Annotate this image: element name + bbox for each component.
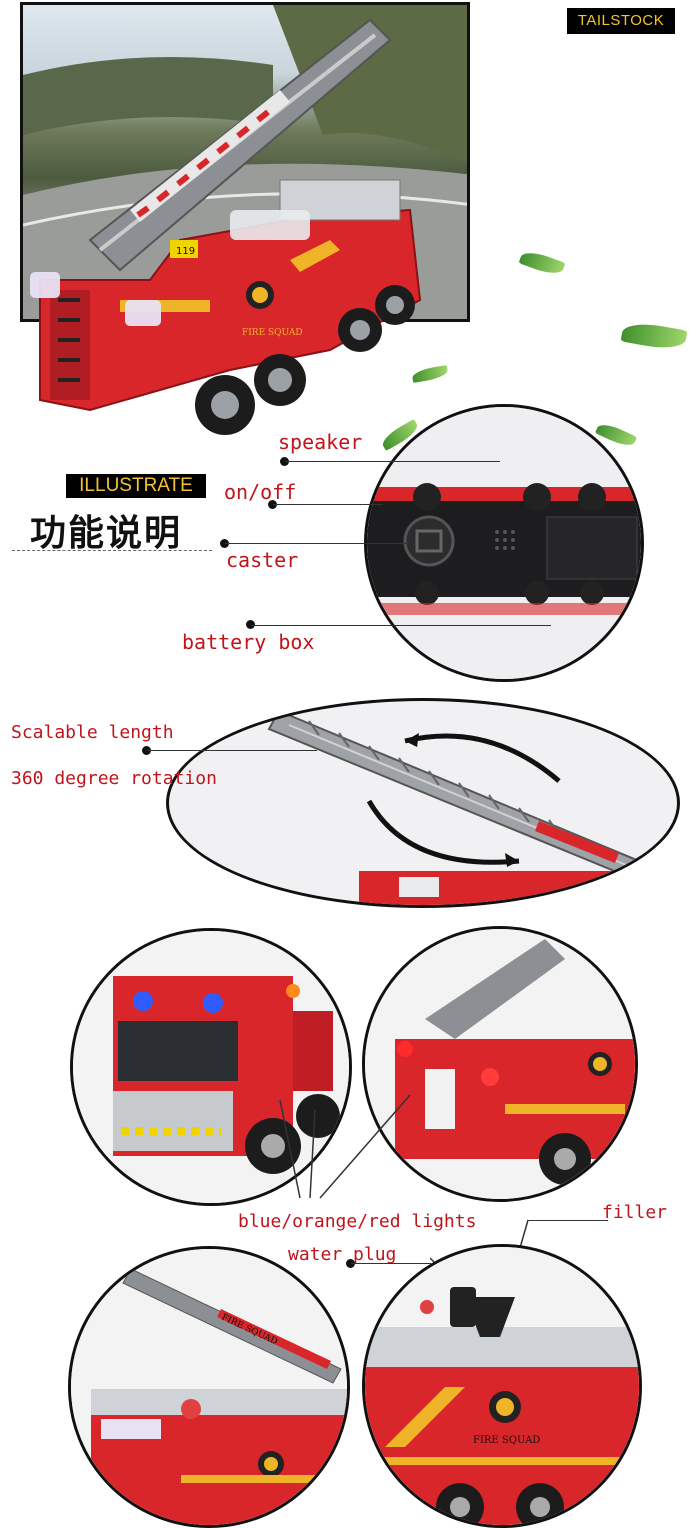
- truck-underside: [367, 407, 641, 679]
- callout-caster: caster: [226, 548, 299, 572]
- truck-water-tank: FIRE SQUAD: [365, 1247, 639, 1525]
- rear-lights-circle: [362, 926, 638, 1202]
- top-view-circle: FIRE SQUAD: [68, 1246, 350, 1528]
- callout-on-off: on/off: [224, 480, 297, 504]
- ladder-detail-ellipse: [166, 698, 680, 908]
- hero-wheels: [195, 285, 415, 435]
- callout-rotation: 360 degree rotation: [11, 768, 217, 789]
- front-lights-circle: [70, 928, 352, 1206]
- leader-line: [285, 461, 500, 462]
- callout-dot: [346, 1259, 355, 1268]
- water-tank-circle: FIRE SQUAD: [362, 1244, 642, 1528]
- truck-side-lights: [365, 929, 635, 1199]
- callout-water-plug: water plug: [288, 1244, 397, 1265]
- decorative-leaf: [620, 319, 688, 353]
- title-divider: [12, 550, 212, 551]
- ladder-closeup: [267, 709, 659, 905]
- underside-detail-circle: [364, 404, 644, 682]
- leader-line: [225, 543, 410, 544]
- hero-fire-truck: FIRE SQUAD 119: [30, 18, 422, 435]
- lights-leader-lines: [279, 1094, 411, 1199]
- hero-unit-number: 119: [176, 246, 195, 257]
- callout-battery-box: battery box: [182, 630, 315, 654]
- hero-decal-text: FIRE SQUAD: [242, 328, 303, 338]
- truck-front-lights: [73, 931, 349, 1203]
- leader-line: [251, 625, 551, 626]
- callout-filler: filler: [602, 1202, 668, 1223]
- callout-dot: [280, 457, 289, 466]
- callout-dot: [246, 620, 255, 629]
- callout-scalable-length: Scalable length: [11, 722, 174, 743]
- leader-line: [351, 1263, 431, 1264]
- callout-speaker: speaker: [278, 430, 363, 454]
- leader-line: [273, 504, 383, 505]
- callout-lights: blue/orange/red lights: [238, 1211, 477, 1232]
- leader-line: [528, 1220, 608, 1221]
- section-title: 功能说明: [30, 513, 183, 554]
- hero-ladder: [88, 18, 392, 272]
- leader-line: [147, 750, 317, 751]
- callout-dot: [220, 539, 229, 548]
- water-tank-decal: FIRE SQUAD: [473, 1435, 540, 1446]
- brand-tag: TAILSTOCK: [567, 8, 675, 34]
- decorative-leaf: [518, 247, 566, 279]
- section-tag: ILLUSTRATE: [66, 474, 206, 498]
- callout-dot: [142, 746, 151, 755]
- callout-dot: [268, 500, 277, 509]
- truck-top-view: FIRE SQUAD: [71, 1249, 347, 1525]
